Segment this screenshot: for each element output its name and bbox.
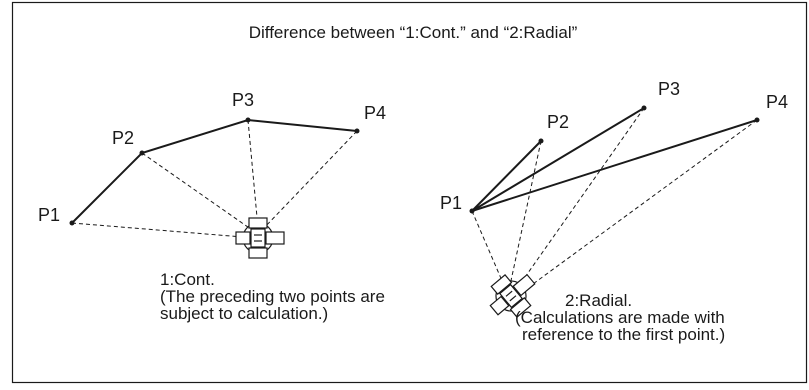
- right-point-p3-label: P3: [658, 79, 680, 99]
- right-point-p2-label: P2: [547, 112, 569, 132]
- sight-line-p3: [247, 119, 259, 229]
- left-sight-lines: [71, 119, 358, 239]
- left-caption-line-3: subject to calculation.): [160, 304, 328, 323]
- sight-line-p4: [261, 130, 358, 231]
- left-point-p3-dot: [245, 117, 251, 123]
- right-point-p1-dot: [469, 208, 475, 214]
- radial-lines: [471, 107, 758, 212]
- sight-line-p4: [521, 119, 758, 293]
- left-point-p1-label: P1: [38, 205, 60, 225]
- left-point-p4-label: P4: [364, 103, 386, 123]
- right-point-p4-label: P4: [766, 92, 788, 112]
- right-caption-line-1: 2:Radial.: [565, 291, 632, 310]
- right-point-p1-label: P1: [440, 193, 462, 213]
- left-point-p1-dot: [69, 220, 75, 226]
- continuous-diagram: P1 P2 P3 P4 1:Cont. (The preceding two p…: [38, 90, 386, 323]
- sight-line-p1: [471, 210, 507, 291]
- radial-diagram: P1 P2 P3 P4 2:Radial. (Calculations are …: [440, 79, 788, 344]
- left-caption-line-2: (The preceding two points are: [160, 287, 385, 306]
- right-point-p4-dot: [754, 117, 760, 123]
- right-sight-lines: [471, 107, 758, 293]
- right-point-p2-dot: [538, 138, 544, 144]
- radial-line-p4: [471, 119, 758, 212]
- left-point-p2-label: P2: [112, 128, 134, 148]
- sight-line-p3: [515, 107, 645, 291]
- left-caption-line-1: 1:Cont.: [160, 270, 215, 289]
- figure-title: Difference between “1:Cont.” and “2:Radi…: [249, 23, 578, 42]
- surveying-instrument-icon: [235, 217, 285, 259]
- right-caption-line-2: (Calculations are made with: [515, 308, 725, 327]
- figure-frame: [11, 1, 808, 384]
- radial-line-p2: [471, 140, 542, 212]
- surveying-instrument-icon: [489, 273, 536, 318]
- left-point-p2-dot: [139, 150, 145, 156]
- traverse-line: [71, 118, 358, 224]
- right-caption-line-3: reference to the first point.): [522, 325, 725, 344]
- right-point-p3-dot: [641, 105, 647, 111]
- left-point-p3-label: P3: [232, 90, 254, 110]
- sight-line-p2: [508, 140, 542, 291]
- sight-line-p1: [71, 222, 256, 239]
- left-point-p4-dot: [354, 128, 360, 134]
- radial-line-p3: [471, 107, 645, 212]
- sight-line-p2: [141, 152, 256, 233]
